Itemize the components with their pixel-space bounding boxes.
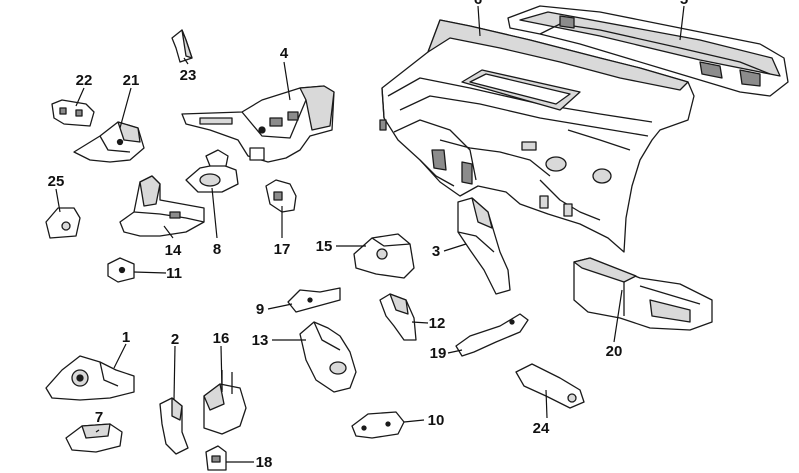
bracket-part-2: [159, 397, 189, 455]
firewall-bulkhead-part: [379, 19, 695, 253]
bracket-part-14: [119, 175, 205, 237]
callout-7: 7: [95, 409, 103, 426]
bracket-part-3: [457, 197, 511, 295]
callout-4: 4: [280, 45, 289, 62]
callout-2: 2: [171, 331, 179, 348]
leader-10: [403, 419, 425, 423]
callout-9: 9: [256, 301, 264, 318]
bracket-part-7: [65, 423, 123, 453]
leader-14: [163, 225, 174, 239]
callout-15: 15: [316, 238, 333, 255]
leader-11: [133, 271, 167, 274]
callout-23: 23: [180, 67, 197, 84]
leader-16: [220, 345, 223, 391]
leader-6: [477, 5, 481, 37]
leader-19: [447, 349, 463, 354]
bracket-part-9: [287, 287, 341, 313]
strap-part-19: [455, 313, 529, 357]
leader-24: [545, 389, 548, 419]
leader-22: [75, 87, 85, 107]
leader-5: [679, 5, 685, 41]
bracket-part-1: [45, 355, 135, 401]
clip-part-17: [265, 179, 297, 213]
ring-bracket-part-8: [185, 149, 239, 193]
panel-part-20: [573, 257, 713, 331]
leader-20: [613, 289, 623, 343]
nut-clip-part-11: [107, 257, 135, 283]
callout-1: 1: [122, 329, 130, 346]
callout-21: 21: [123, 72, 140, 89]
callout-8: 8: [213, 241, 221, 258]
clip-part-23: [171, 29, 193, 63]
leader-lines: [55, 5, 685, 463]
callout-16: 16: [213, 330, 230, 347]
callout-11: 11: [166, 265, 182, 282]
leader-23: [183, 57, 189, 65]
cowl-upper-panel-part: [507, 5, 789, 97]
callout-numbers: 1 2 3 4 5 6 7 8 9 10 11 12 13 14 15 16 1…: [48, 0, 689, 471]
callout-24: 24: [533, 420, 550, 437]
bracket-part-12: [379, 293, 417, 341]
callout-19: 19: [430, 345, 447, 362]
callout-14: 14: [165, 242, 182, 259]
clip-part-18: [205, 445, 227, 471]
leader-25: [55, 188, 61, 213]
callout-6: 6: [474, 0, 482, 8]
bracket-part-13: [299, 321, 357, 393]
callout-13: 13: [252, 332, 269, 349]
bracket-part-24: [515, 363, 585, 409]
callout-20: 20: [606, 343, 623, 360]
leader-4: [283, 61, 291, 101]
callout-5: 5: [680, 0, 688, 8]
gusset-part-25: [45, 207, 81, 239]
bracket-part-10: [351, 411, 405, 439]
leader-2: [173, 345, 176, 401]
bracket-part-22: [51, 99, 95, 127]
bracket-part-16: [203, 370, 247, 435]
callout-17: 17: [274, 241, 291, 258]
leader-3: [443, 243, 467, 252]
callout-10: 10: [428, 412, 445, 429]
leader-8: [211, 187, 218, 239]
leader-7: [95, 429, 100, 433]
bracket-part-21: [73, 121, 145, 163]
callout-12: 12: [429, 315, 446, 332]
leader-12: [411, 321, 429, 324]
callout-18: 18: [256, 454, 273, 471]
bracket-part-15: [353, 233, 415, 279]
callout-22: 22: [76, 72, 93, 89]
leader-21: [119, 87, 132, 129]
bracket-assembly-part-4: [181, 85, 335, 163]
callout-3: 3: [432, 243, 440, 260]
callout-25: 25: [48, 173, 65, 190]
leader-1: [113, 343, 127, 369]
leader-9: [267, 303, 293, 310]
